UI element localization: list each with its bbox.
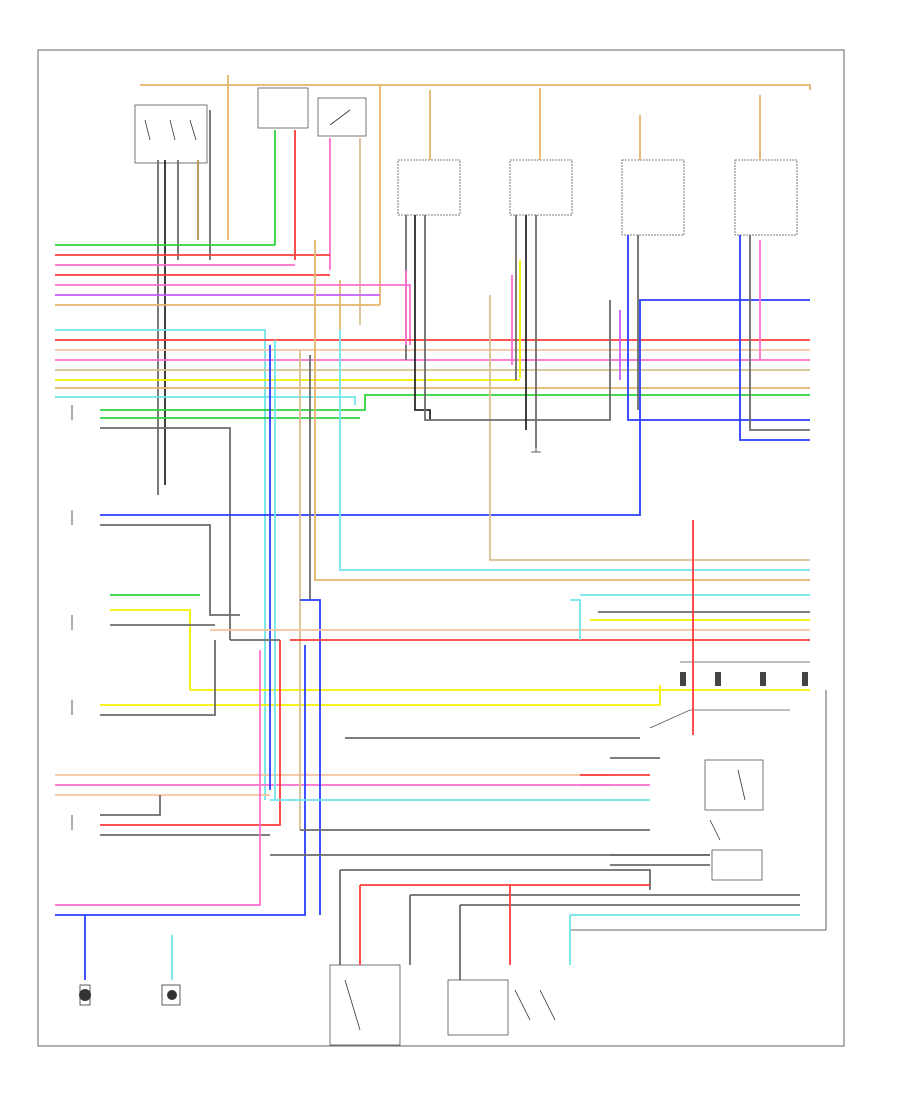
fusible-block [649,661,810,729]
top-relay-box [257,87,309,129]
top-switch-box [317,97,367,137]
left-bus-wires [55,244,810,916]
bottom-sensor-a [79,915,91,1006]
control-module [570,690,827,931]
bottom-sensor-b [161,935,181,1006]
injector-2 [509,159,573,216]
bottom-sensor-c [329,870,401,1046]
center-wires [210,240,810,915]
injector-wires [405,215,810,448]
injector-1 [397,159,461,216]
feed-wires [140,75,811,495]
ground-symbol-mid [531,448,541,453]
top-left-sensor [134,104,208,164]
injector-3 [621,159,685,236]
bottom-switch-e [509,885,571,1021]
injector-4 [734,159,798,236]
diagram-frame [37,49,845,1047]
bottom-switch-d [409,895,509,1036]
right-lower-wires [270,520,800,916]
